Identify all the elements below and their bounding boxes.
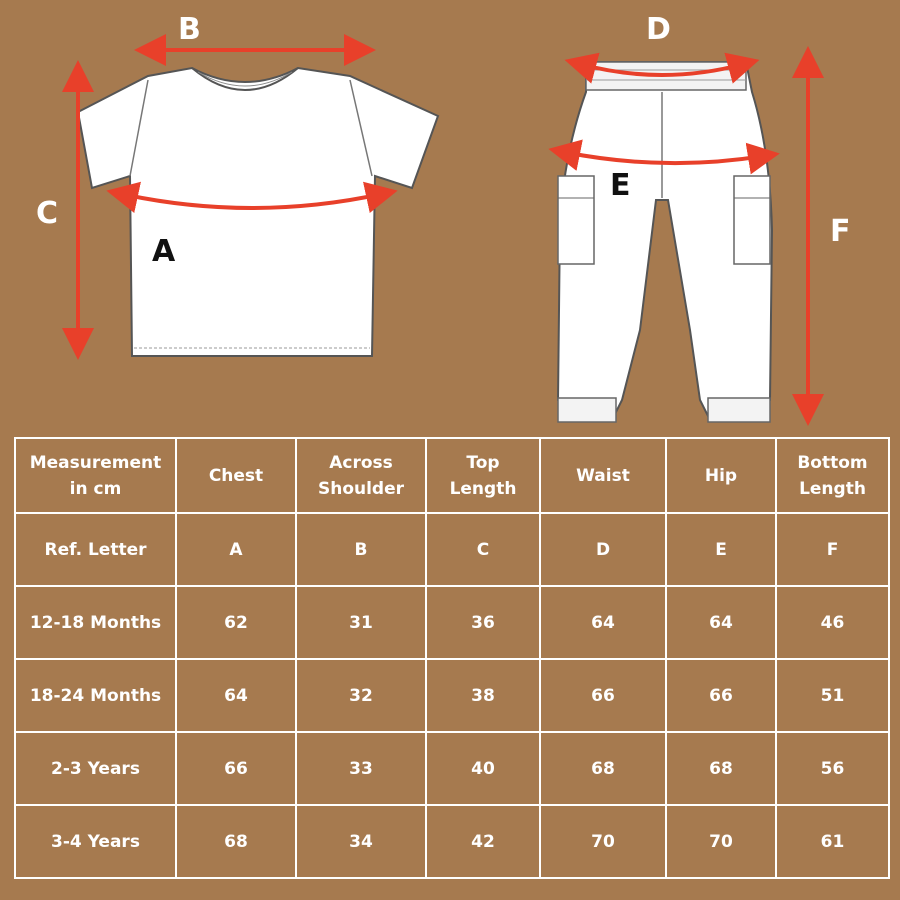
table-cell: 56 xyxy=(775,731,890,806)
header-cell: Hip xyxy=(665,437,777,514)
table-cell: 38 xyxy=(425,658,541,733)
table-cell: 66 xyxy=(665,658,777,733)
arrow-d xyxy=(564,52,760,84)
size-diagram: B C A D E F xyxy=(0,0,900,430)
table-cell: 61 xyxy=(775,804,890,879)
table-cell: C xyxy=(425,512,541,587)
table-cell: 40 xyxy=(425,731,541,806)
table-cell: A xyxy=(175,512,297,587)
table-cell: 64 xyxy=(539,585,667,660)
row-label: 3-4 Years xyxy=(14,804,177,879)
table-cell: 62 xyxy=(175,585,297,660)
table-cell: 70 xyxy=(665,804,777,879)
table-cell: 64 xyxy=(665,585,777,660)
label-f: F xyxy=(830,214,851,249)
row-label: 12-18 Months xyxy=(14,585,177,660)
table-cell: D xyxy=(539,512,667,587)
table-cell: 32 xyxy=(295,658,427,733)
garment-illustration xyxy=(62,34,824,426)
table-cell: 34 xyxy=(295,804,427,879)
table-cell: 66 xyxy=(539,658,667,733)
label-b: B xyxy=(178,12,201,47)
table-cell: F xyxy=(775,512,890,587)
label-c: C xyxy=(36,196,59,231)
table-cell: 46 xyxy=(775,585,890,660)
table-cell: 64 xyxy=(175,658,297,733)
table-cell: 33 xyxy=(295,731,427,806)
table-cell: B xyxy=(295,512,427,587)
table-cell: E xyxy=(665,512,777,587)
row-label: Ref. Letter xyxy=(14,512,177,587)
table-cell: 68 xyxy=(665,731,777,806)
table-cell: 66 xyxy=(175,731,297,806)
label-e: E xyxy=(610,168,631,203)
table-cell: 42 xyxy=(425,804,541,879)
table-cell: 51 xyxy=(775,658,890,733)
row-label: 18-24 Months xyxy=(14,658,177,733)
table-cell: 70 xyxy=(539,804,667,879)
table-cell: 36 xyxy=(425,585,541,660)
header-cell: Waist xyxy=(539,437,667,514)
label-a: A xyxy=(152,234,176,269)
row-label: 2-3 Years xyxy=(14,731,177,806)
table-cell: 31 xyxy=(295,585,427,660)
table-cell: 68 xyxy=(175,804,297,879)
arrow-a xyxy=(106,181,398,214)
label-d: D xyxy=(646,12,671,47)
pants-illustration xyxy=(556,61,774,423)
header-cell: Chest xyxy=(175,437,297,514)
tshirt-illustration xyxy=(76,66,440,357)
table-cell: 68 xyxy=(539,731,667,806)
arrow-e xyxy=(548,139,780,175)
